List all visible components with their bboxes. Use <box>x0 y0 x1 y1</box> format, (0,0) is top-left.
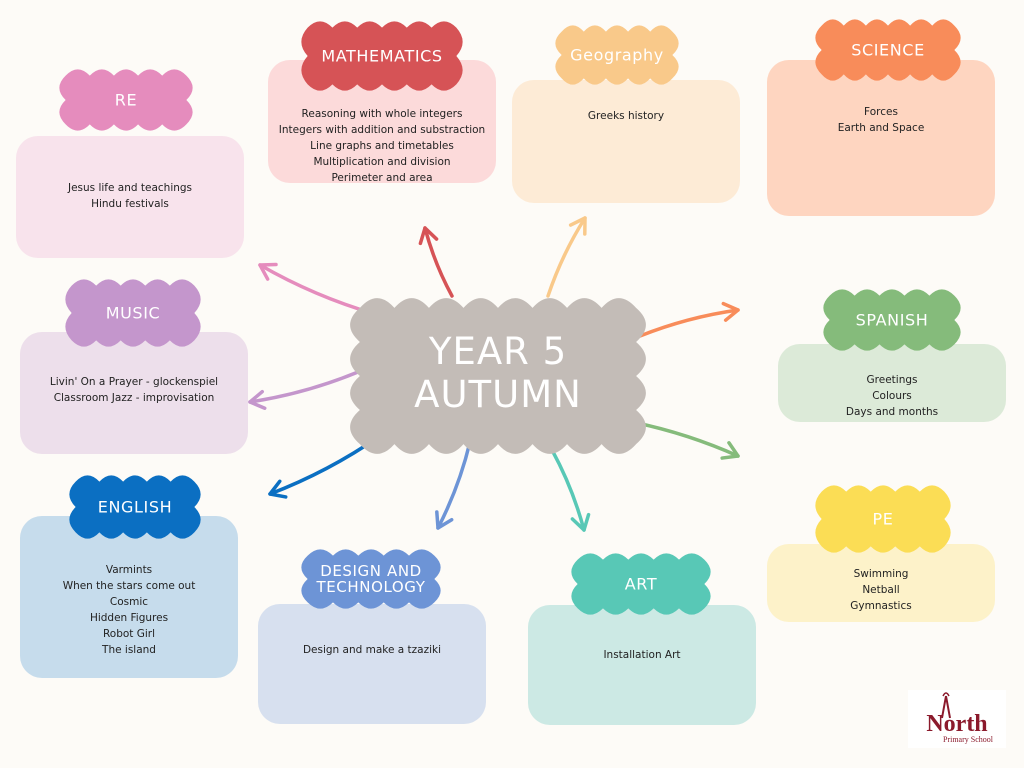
subject-title-science: SCIENCE <box>851 40 925 60</box>
subject-title-re: RE <box>114 90 138 110</box>
arrow-line <box>248 370 360 404</box>
topic-item: Cosmic <box>109 596 149 608</box>
central-topic-cloud: YEAR 5 AUTUMN <box>348 296 648 456</box>
arrow-line <box>638 308 740 338</box>
svg-text:Primary School: Primary School <box>943 735 994 744</box>
central-title-line2: AUTUMN <box>414 373 582 416</box>
svg-text:North: North <box>926 711 987 737</box>
topic-item: Livin' On a Prayer - glockenspiel <box>49 376 219 388</box>
subject-card-geography: Greeks history <box>512 80 740 203</box>
subject-title-pe: PE <box>872 509 894 529</box>
topic-item: Classroom Jazz - improvisation <box>53 392 215 404</box>
subject-title-spanish: SPANISH <box>855 310 929 330</box>
arrow-head <box>570 512 591 532</box>
subject-badge-design: DESIGN AND TECHNOLOGY <box>300 548 442 610</box>
topic-item: Robot Girl <box>102 628 156 640</box>
topic-item: Netball <box>862 584 900 596</box>
subject-badge-re: RE <box>58 68 194 132</box>
topic-item: Earth and Space <box>837 122 925 134</box>
arrow-line <box>423 226 454 298</box>
topic-item: Swimming <box>853 568 909 580</box>
topic-item: Installation Art <box>603 649 681 661</box>
central-title-line1: YEAR 5 <box>428 330 568 373</box>
arrow-head <box>258 262 278 281</box>
topic-item: Jesus life and teachings <box>67 182 193 194</box>
topic-item: Hindu festivals <box>91 198 169 210</box>
topic-item: Days and months <box>845 406 939 418</box>
arrow-head <box>435 510 454 530</box>
subject-badge-mathematics: MATHEMATICS <box>300 20 464 92</box>
subject-badge-science: SCIENCE <box>814 18 962 82</box>
subject-topics-design: Design and make a tzaziki <box>258 642 486 658</box>
subject-title-mathematics: MATHEMATICS <box>321 46 443 66</box>
topic-item: Reasoning with whole integers <box>301 108 463 120</box>
topic-item: Varmints <box>105 564 153 576</box>
subject-title-music: MUSIC <box>105 303 161 323</box>
subject-badge-art: ART <box>570 552 712 616</box>
subject-badge-music: MUSIC <box>64 278 202 348</box>
school-logo: North Primary School <box>908 690 1006 748</box>
topic-item: Forces <box>864 106 898 118</box>
subject-topics-art: Installation Art <box>528 647 756 663</box>
arrow-head <box>720 441 740 460</box>
topic-item: Greetings <box>866 374 918 386</box>
topic-item: Multiplication and division <box>313 156 451 168</box>
arrow-head <box>248 389 267 410</box>
arrow-head <box>268 479 288 499</box>
arrow-head <box>568 216 587 236</box>
subject-title-design: DESIGN AND TECHNOLOGY <box>316 562 426 596</box>
subject-badge-pe: PE <box>814 484 952 554</box>
topic-item: Line graphs and timetables <box>310 140 454 152</box>
topic-item: The island <box>102 644 156 656</box>
subject-title-art: ART <box>624 574 658 594</box>
arrow-head <box>418 226 439 246</box>
subject-badge-spanish: SPANISH <box>822 288 962 352</box>
topic-item: Perimeter and area <box>331 172 433 184</box>
topic-item: Design and make a tzaziki <box>302 644 442 656</box>
subject-badge-english: ENGLISH <box>68 474 202 540</box>
topic-item: Hidden Figures <box>89 612 169 624</box>
topic-item: Integers with addition and substraction <box>278 124 486 136</box>
subject-title-english: ENGLISH <box>97 497 173 517</box>
topic-item: When the stars come out <box>62 580 196 592</box>
arrow-line <box>550 448 586 532</box>
subject-card-design: Design and make a tzaziki <box>258 604 486 724</box>
subject-badge-geography: Geography <box>554 24 680 86</box>
arrow-line <box>546 216 587 298</box>
subject-topics-geography: Greeks history <box>512 108 740 124</box>
subject-card-art: Installation Art <box>528 605 756 725</box>
arrow-line <box>436 440 472 530</box>
topic-item: Greeks history <box>587 110 665 122</box>
arrow-head <box>721 301 740 322</box>
topic-item: Gymnastics <box>850 600 912 612</box>
topic-item: Colours <box>872 390 912 402</box>
subject-title-geography: Geography <box>570 45 664 65</box>
